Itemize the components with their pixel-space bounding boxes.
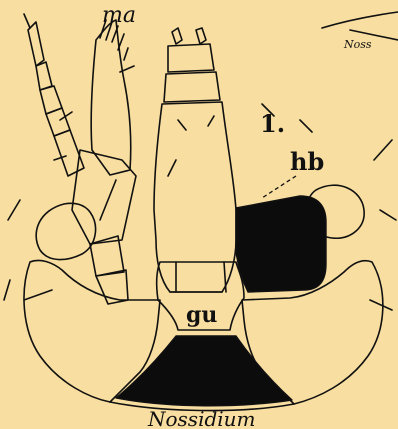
hb-leader — [262, 176, 296, 198]
label-hb: hb — [290, 147, 324, 176]
panel-number: 1. — [260, 109, 285, 138]
maxilla — [91, 20, 134, 175]
label-gu: gu — [186, 302, 217, 328]
antenna — [24, 14, 84, 176]
label-ma: ma — [102, 3, 136, 28]
labium — [154, 28, 236, 292]
palp — [72, 150, 136, 304]
neighbor-caption-fragment: Noss — [343, 38, 372, 51]
black-cavity-bottom — [116, 336, 292, 406]
figure-caption: Nossidium — [147, 407, 256, 429]
black-cavity-right — [236, 196, 326, 292]
neighbor-figure-fragment — [322, 12, 398, 28]
